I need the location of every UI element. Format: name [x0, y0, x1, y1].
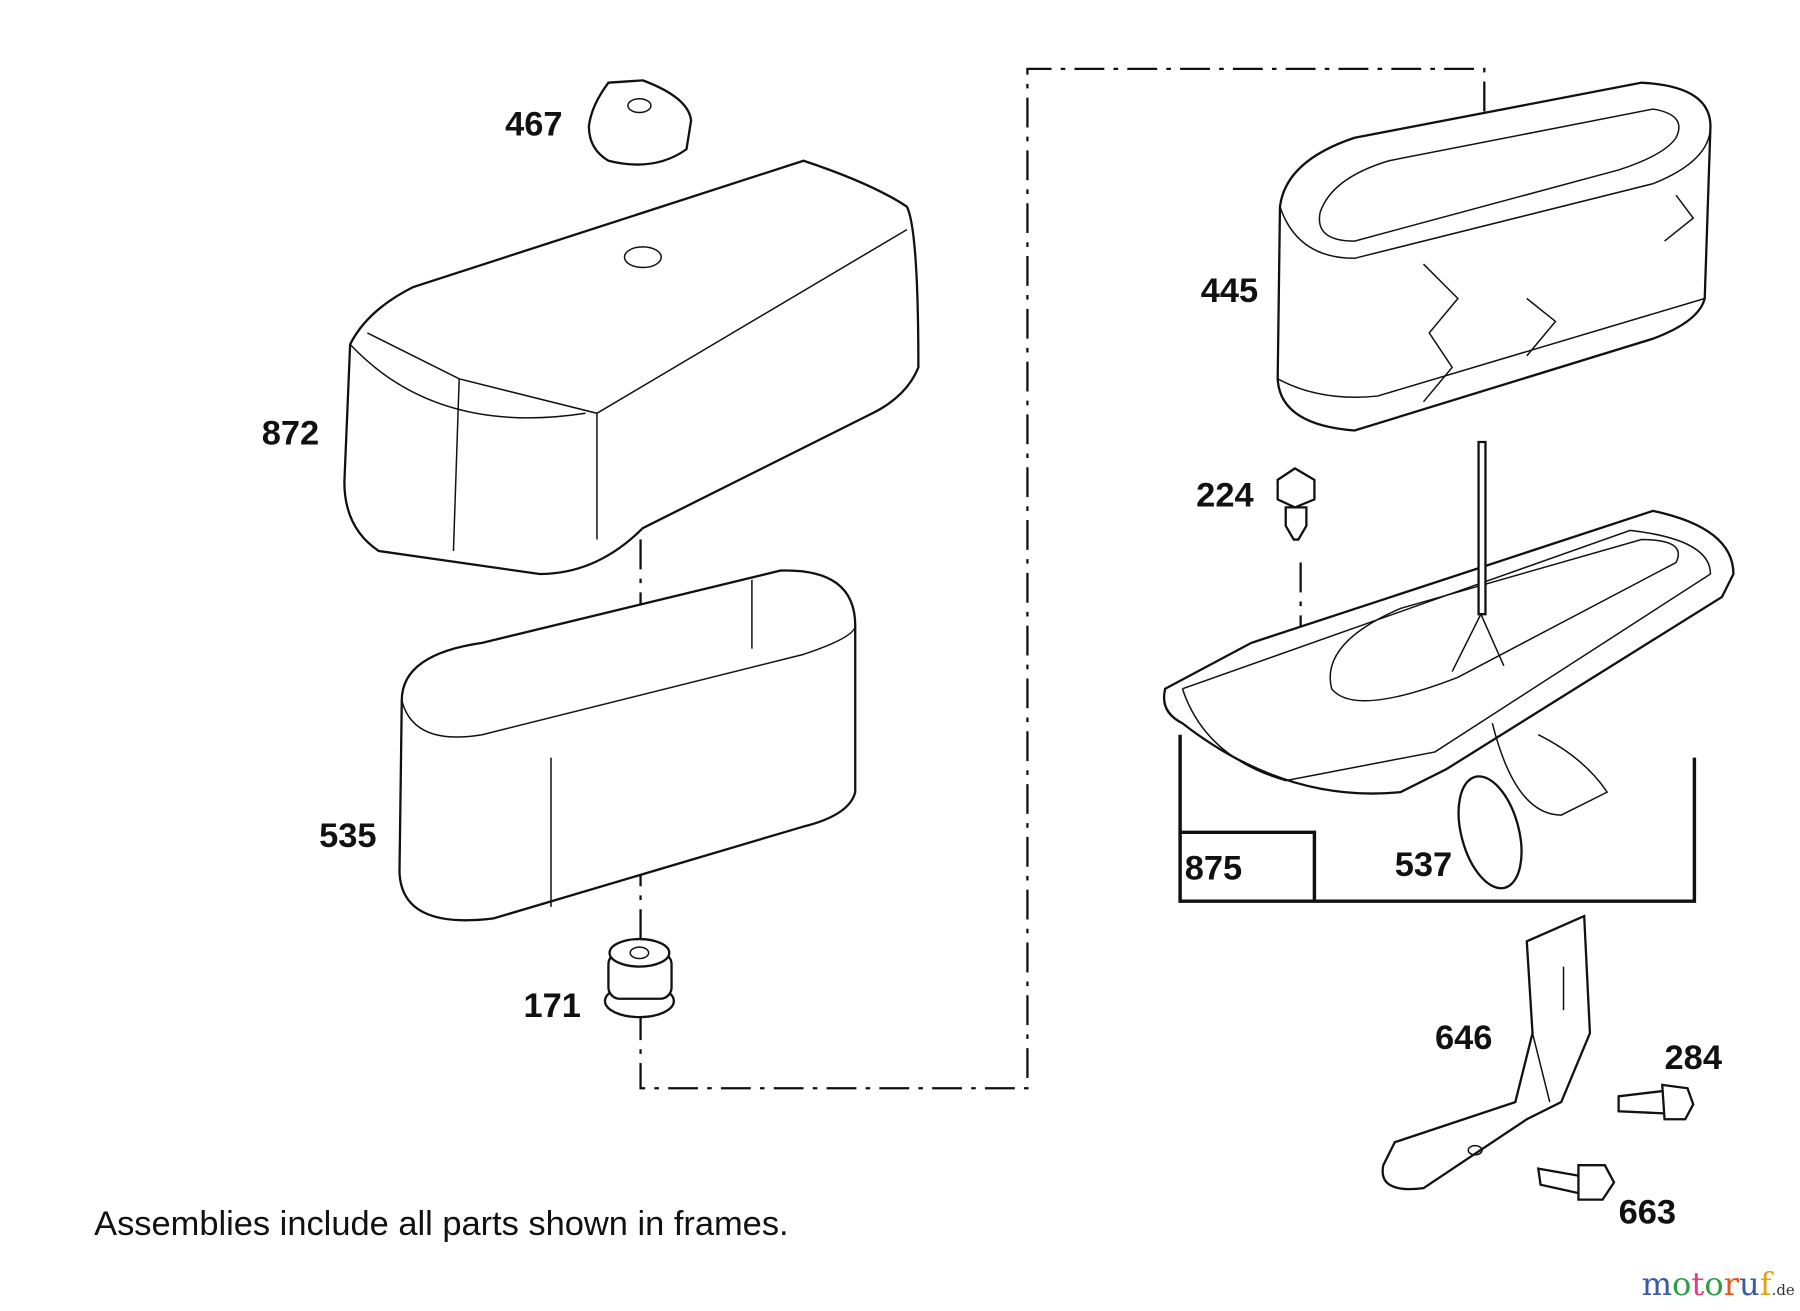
part-663-bolt [1536, 1164, 1616, 1201]
label-646: 646 [1435, 1019, 1492, 1057]
part-224-screw [1276, 467, 1316, 541]
label-467: 467 [505, 105, 562, 143]
part-535-prefilter [398, 569, 857, 922]
part-467-knob [587, 79, 693, 166]
label-284: 284 [1665, 1039, 1722, 1077]
label-537: 537 [1395, 846, 1452, 884]
part-872-cover [343, 159, 920, 576]
part-646-bracket [1381, 914, 1592, 1191]
part-875-base [1162, 440, 1735, 816]
label-663: 663 [1619, 1194, 1676, 1232]
part-445-cartridge [1276, 81, 1712, 432]
assembly-note: Assemblies include all parts shown in fr… [94, 1205, 788, 1243]
label-445: 445 [1201, 272, 1258, 310]
part-537-gasket [1457, 775, 1523, 890]
part-284-bolt [1617, 1083, 1695, 1121]
label-872: 872 [262, 414, 319, 452]
label-875: 875 [1185, 849, 1242, 887]
watermark-logo: motoruf.de [1642, 1265, 1795, 1303]
assembly-frame [1178, 734, 1697, 903]
label-171: 171 [523, 987, 580, 1025]
label-box-875 [1180, 830, 1317, 902]
label-535: 535 [319, 817, 376, 855]
label-224: 224 [1196, 476, 1253, 514]
part-171-grommet [603, 937, 676, 1019]
